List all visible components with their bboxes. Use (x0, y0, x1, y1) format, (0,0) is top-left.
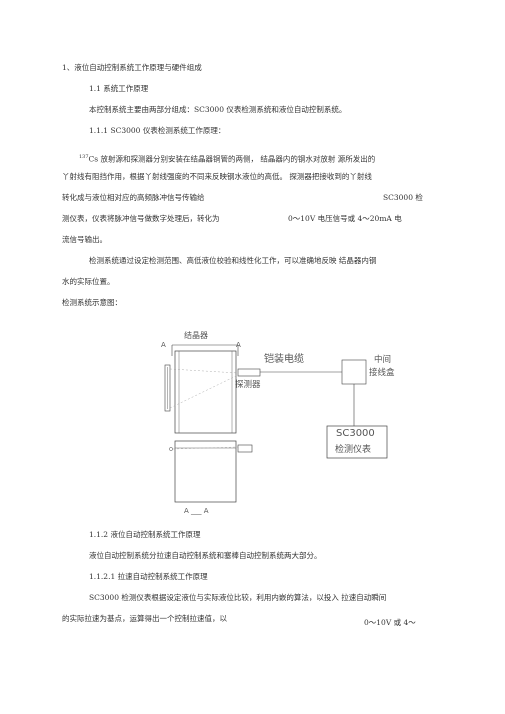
paragraph-line: SC3000 检 (383, 193, 423, 202)
subsection-title: 1.1 系统工作原理 (89, 84, 149, 93)
instrument-label: 检测仪表 (335, 445, 372, 455)
paragraph-line: 137Cs 放射源和探测器分别安装在结晶器铜管的两侧， 结晶器内的钢水对放射 源… (79, 152, 375, 165)
paragraph-line: 的实际拉速为基点，运算得出一个控制拉速值，以 (62, 614, 227, 623)
junction-box-label: 接线盒 (369, 368, 395, 378)
section-view-label: A ___ A (184, 507, 209, 515)
subsection-title: 1.1.1 SC3000 仪表检测系统工作原理： (89, 126, 226, 135)
diagram-drawing (164, 344, 388, 503)
paragraph-line: 流信号输出。 (62, 235, 107, 244)
detection-system-diagram: 结晶器 A A 铠装电缆 中间 接线盒 探测器 SC3000 检测仪表 A __… (150, 328, 440, 516)
paragraph-line: 检测系统通过设定检测范围、高低液位校验和线性化工作，可以准确地反映 结晶器内钢 (89, 256, 377, 265)
mold-label: 结晶器 (184, 331, 208, 340)
paragraph-line: 测仪表，仪表将脉冲信号做数字处理后，转化为 (62, 214, 220, 223)
armored-cable-label: 铠装电缆 (264, 354, 304, 365)
junction-box-label: 中间 (374, 355, 392, 365)
subsection-title: 1.1.2.1 拉速自动控制系统工作原理 (89, 572, 208, 581)
paragraph-line: 0～10V 电压信号或 4～20mA 电 (288, 214, 402, 223)
paragraph: 本控制系统主要由两部分组成：SC3000 仪表检测系统和液位自动控制系统。 (89, 105, 347, 114)
paragraph: 液位自动控制系统分拉速自动控制系统和塞棒自动控制系统两大部分。 (89, 551, 322, 560)
sc3000-label: SC3000 (336, 428, 375, 439)
isotope-superscript: 137 (79, 154, 89, 160)
section-heading: 1、液位自动控制系统工作原理与硬件组成 (62, 63, 202, 72)
paragraph-line: 转化成与液位相对应的高频脉冲信号传输给 (62, 193, 205, 202)
section-mark-right: A (236, 341, 241, 349)
paragraph-line: 丫射线有阻挡作用，根据丫射线强度的不同来反映钢水液位的高低。 探测器把接收到的丫… (62, 172, 372, 181)
diagram-caption: 检测系统示意图： (62, 298, 122, 307)
section-mark-left: A (161, 341, 166, 349)
paragraph-text: Cs 放射源和探测器分别安装在结晶器铜管的两侧， 结晶器内的钢水对放射 源所发出… (88, 154, 376, 164)
paragraph-line: 水的实际位置。 (62, 277, 115, 286)
detector-label: 探测器 (235, 380, 261, 390)
paragraph-line: 0～10V 或 4～ (364, 618, 416, 627)
paragraph-line: SC3000 检测仪表根据设定液位与实际液位比较，利用内嵌的算法，以投入 拉速自… (89, 593, 387, 602)
subsection-title: 1.1.2 液位自动控制系统工作原理 (89, 530, 201, 539)
